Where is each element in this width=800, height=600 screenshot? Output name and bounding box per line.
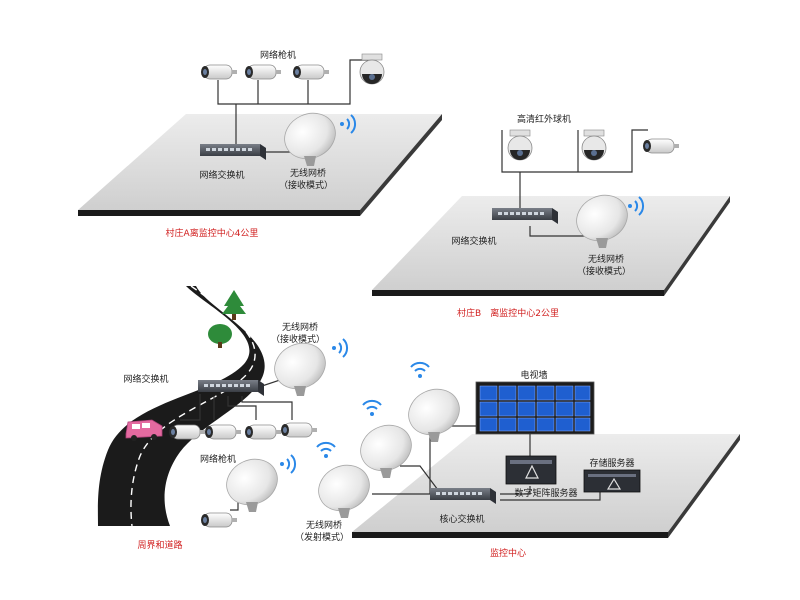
road xyxy=(97,286,265,526)
wifi-signal-icon xyxy=(279,454,297,474)
switch-label: 网络交换机 xyxy=(199,169,244,181)
bullet-camera xyxy=(200,64,238,80)
village-a-caption: 村庄A离监控中心4公里 xyxy=(166,227,259,239)
bridge-mode-label: （接收模式） xyxy=(271,333,325,345)
bullet-camera xyxy=(200,512,238,528)
bullet-camera xyxy=(292,64,330,80)
bridge-mode-label: （接收模式） xyxy=(279,179,333,191)
matrix-server xyxy=(505,455,557,485)
village-b-section: 高清红外球机 网络交换机 无线网桥 （接收模式） 村庄B 离监控中心2公里 xyxy=(372,113,730,319)
storage-server xyxy=(583,469,641,493)
road-section: 网络交换机 无线网桥 （接收模式） 网络枪机 周界和道路 xyxy=(97,285,349,551)
camera-label: 网络枪机 xyxy=(200,453,236,465)
monitoring-center-section: 电视墙 数字矩阵服务器 存储服务器 核心交换机 无线网桥 （发射模式） 监控中心 xyxy=(295,361,740,559)
bridge-mode-label: （接收模式） xyxy=(577,265,631,277)
wireless-bridge-dish xyxy=(310,456,378,520)
switch-label: 网络交换机 xyxy=(451,235,496,247)
village-a-section: 网络枪机 网络交换机 无线网桥 （接收模式） 村庄A离监控中心4公里 xyxy=(78,49,442,239)
bridge-label: 无线网桥 xyxy=(306,519,342,531)
road-caption: 周界和道路 xyxy=(137,539,182,551)
switch-label: 网络交换机 xyxy=(123,373,168,385)
bullet-camera xyxy=(642,138,680,154)
tree-icon xyxy=(222,290,246,320)
bridge-label: 无线网桥 xyxy=(290,167,326,179)
center-caption: 监控中心 xyxy=(490,547,526,559)
bullet-camera xyxy=(204,424,242,440)
wifi-signal-icon xyxy=(316,441,336,459)
camera-group-label: 网络枪机 xyxy=(260,49,296,61)
tv-wall xyxy=(475,381,595,435)
core-switch-label: 核心交换机 xyxy=(439,513,484,525)
storage-server-label: 存储服务器 xyxy=(589,457,634,469)
wireless-bridge-dish xyxy=(352,416,420,480)
village-b-platform xyxy=(372,196,730,290)
village-a-platform xyxy=(78,114,442,210)
village-b-caption: 村庄B 离监控中心2公里 xyxy=(457,307,559,319)
dome-camera xyxy=(581,129,607,161)
wifi-signal-icon xyxy=(362,399,382,417)
tv-wall-label: 电视墙 xyxy=(520,369,547,381)
wifi-signal-icon xyxy=(410,361,430,379)
bridge-mode-label: （发射模式） xyxy=(295,531,349,543)
camera-group-label: 高清红外球机 xyxy=(517,113,571,125)
wireless-bridge-dish xyxy=(400,380,468,444)
dome-camera xyxy=(507,129,533,161)
matrix-server-label: 数字矩阵服务器 xyxy=(514,487,577,499)
bullet-camera xyxy=(280,422,318,438)
bullet-camera xyxy=(244,424,282,440)
tree-icon xyxy=(208,324,232,348)
bullet-camera xyxy=(244,64,282,80)
dome-camera xyxy=(359,53,385,85)
vehicle-icon xyxy=(125,419,163,441)
wifi-signal-icon xyxy=(331,338,349,358)
bridge-label: 无线网桥 xyxy=(282,321,318,333)
bridge-label: 无线网桥 xyxy=(588,253,624,265)
